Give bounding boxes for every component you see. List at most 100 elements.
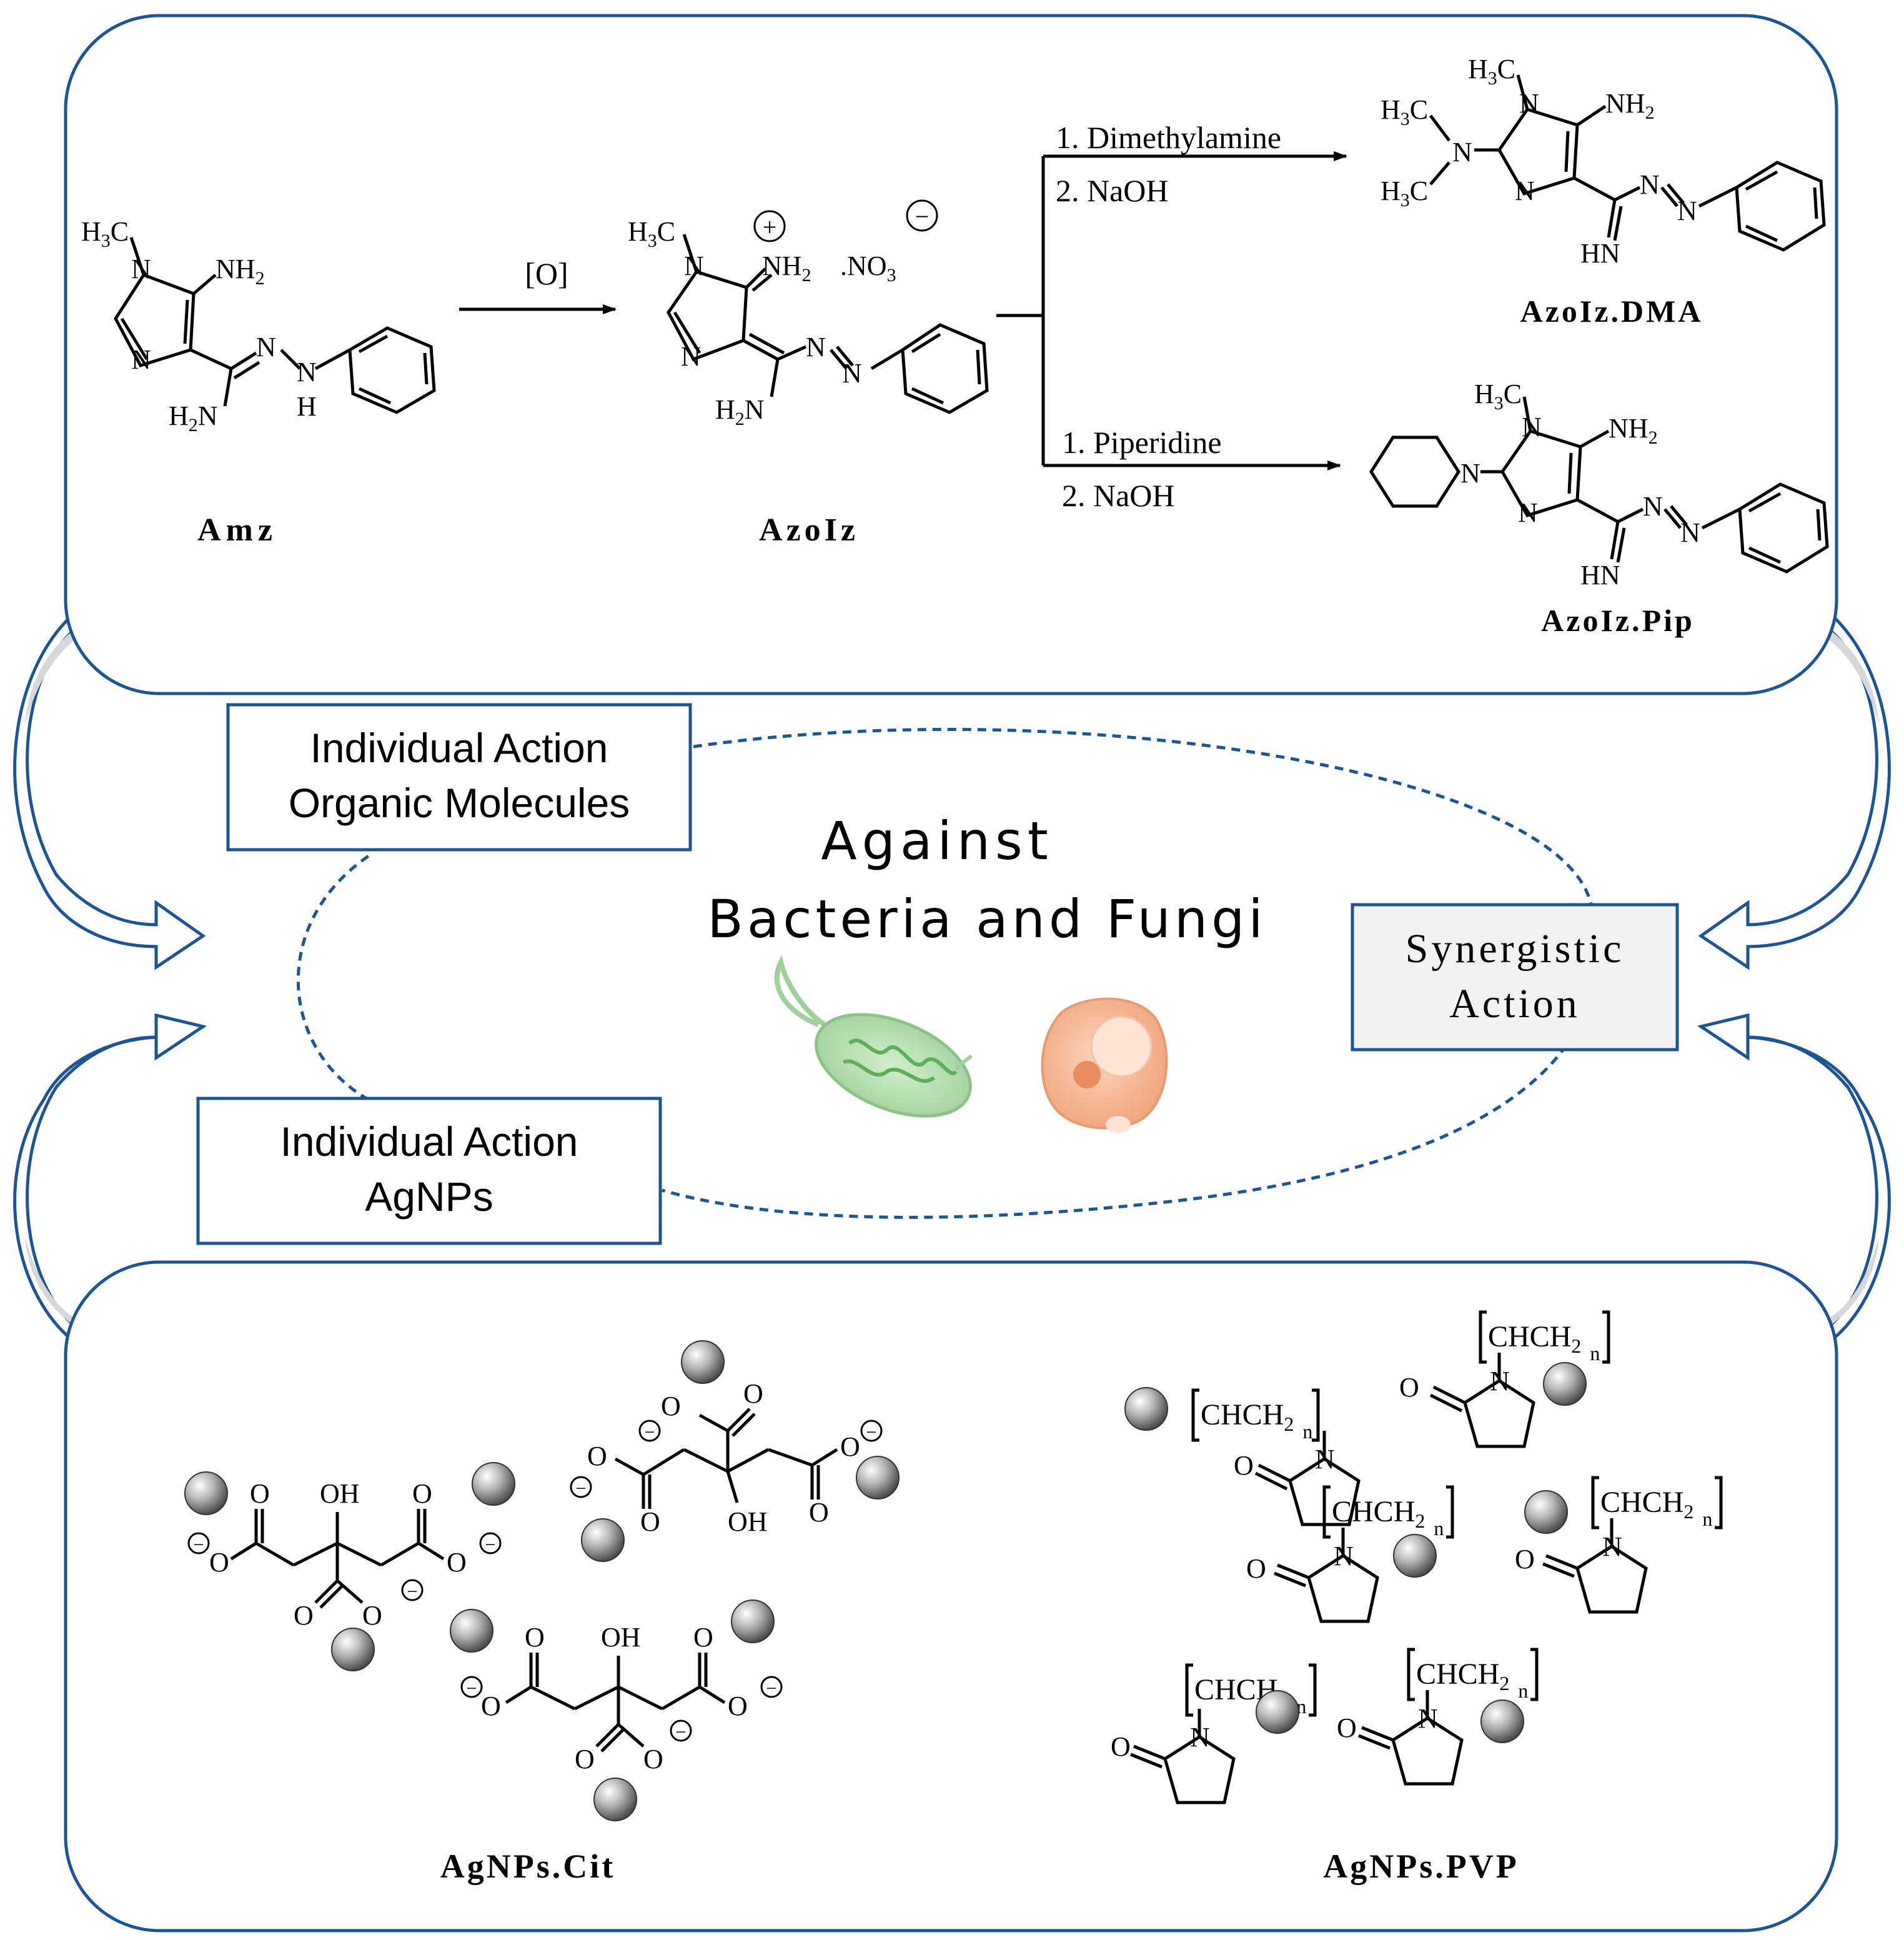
bottom-panel-border <box>64 1260 1838 1933</box>
azoiz-n3: N <box>681 341 701 372</box>
ag-nanoparticle <box>731 1599 775 1643</box>
branch-labels: 1. Dimethylamine 2. NaOH 1. Piperidine 2… <box>1056 120 1281 513</box>
pip-n3: N <box>1518 497 1538 528</box>
cit1-minus-2: − <box>485 1535 496 1555</box>
cit2-charge-3 <box>860 1420 883 1442</box>
cit1-o-right: O <box>447 1547 467 1578</box>
amz-n-hydrazo: N <box>297 357 317 387</box>
cit3-oh: OH <box>601 1622 641 1653</box>
cit3-charge-3 <box>670 1719 692 1742</box>
cit2-o-left: O <box>587 1441 607 1471</box>
amz-n3: N <box>131 344 151 375</box>
molecule-azoiz <box>667 234 989 414</box>
cit1-oh: OH <box>320 1478 360 1509</box>
cit1-o-bottom-left: O <box>294 1600 314 1631</box>
pip-n-azo2: N <box>1680 517 1700 548</box>
branch1-step2: 2. NaOH <box>1056 173 1169 208</box>
compound-label-amz: Amz <box>197 512 277 548</box>
ag-nanoparticle <box>472 1462 515 1506</box>
pvp-6-o: O <box>1337 1713 1357 1743</box>
ag-nanoparticle <box>1393 1534 1437 1578</box>
pvp-6-n: N <box>1418 1703 1438 1734</box>
pip-n-ring: N <box>1460 458 1480 489</box>
box-individual-organic-frame <box>226 703 692 852</box>
pvp-4-o: O <box>1515 1544 1535 1574</box>
azoiz-n-azo2: N <box>842 358 862 389</box>
top-panel-border <box>64 14 1838 695</box>
amz-n-imine: N <box>256 332 276 362</box>
cit2-charge-1 <box>638 1420 661 1442</box>
cit2-charge-2 <box>570 1476 592 1498</box>
cit2-minus-1: − <box>645 1422 655 1443</box>
azoiz-pip-labels: H3C N NH2 N N N N HN AzoIz.Pip <box>1460 379 1700 638</box>
label-agnps-pvp: AgNPs.PVP <box>1323 1848 1519 1885</box>
pvp-2-n: N <box>1490 1366 1510 1396</box>
cit1-minus-1: − <box>194 1535 204 1555</box>
dma-n3: N <box>1515 176 1535 206</box>
pvp-5-n: N <box>1190 1722 1210 1753</box>
branch1-step1: 1. Dimethylamine <box>1056 120 1281 155</box>
cit2-o-left-bottom: O <box>640 1506 660 1537</box>
pvp-1-n: N <box>1315 1444 1335 1475</box>
box-synergistic-line1: Synergistic <box>1406 926 1625 972</box>
pvp-3-o: O <box>1246 1553 1266 1584</box>
dma-h3c-top: H3C <box>1468 54 1515 89</box>
dma-n-amine: N <box>1452 137 1472 167</box>
cit3-o-bottom-left: O <box>575 1744 595 1774</box>
azoiz-h3c: H3C <box>628 216 675 251</box>
ag-nanoparticles-pvp <box>1124 1362 1587 1743</box>
top-panel: H3C N NH2 N N N H H2N Amz [O] <box>64 14 1838 695</box>
main-title-line2: Bacteria and Fungi <box>707 888 1267 950</box>
cit2-oh: OH <box>728 1506 768 1537</box>
cit3-o-left: O <box>481 1691 501 1721</box>
pip-n1: N <box>1522 412 1542 442</box>
molecule-amz <box>114 237 436 414</box>
pip-hn: HN <box>1580 560 1620 590</box>
azoiz-minus: − <box>915 202 930 231</box>
pip-n-azo1: N <box>1643 491 1663 522</box>
azoiz-plus: + <box>763 213 777 241</box>
compound-label-azoiz-pip: AzoIz.Pip <box>1541 603 1695 638</box>
ag-nanoparticle <box>856 1456 900 1500</box>
cit1-minus-3: − <box>407 1581 418 1602</box>
cit3-o-right: O <box>728 1691 748 1721</box>
box-individual-agnps: Individual Action AgNPs <box>196 1097 662 1245</box>
amz-labels: H3C N NH2 N N N H H2N Amz <box>81 216 317 548</box>
branch2-step1: 1. Piperidine <box>1062 425 1222 460</box>
dma-h3c-a: H3C <box>1381 94 1428 129</box>
pvp-2-o: O <box>1399 1372 1419 1403</box>
ag-nanoparticle <box>681 1340 725 1384</box>
azoiz-labels: H3C N + NH2 .NO3 − N N N H2N AzoIz <box>628 199 938 548</box>
citrate-molecule-2: OH O O O O O O − − − <box>570 1378 883 1537</box>
cit3-charge-2 <box>760 1676 783 1698</box>
ag-nanoparticles-citrate <box>184 1340 900 1821</box>
right-upper-curved-arrow <box>1698 616 1891 970</box>
branch2-step2: 2. NaOH <box>1062 478 1175 513</box>
fungus-bud <box>1106 1116 1131 1133</box>
cit3-o-right-top: O <box>693 1622 713 1653</box>
left-lower-curved-arrow <box>13 1013 207 1339</box>
azoiz-plus-circle <box>753 210 786 242</box>
ag-nanoparticle <box>184 1471 228 1515</box>
oxidation-label: [O] <box>525 256 568 291</box>
citrate-molecule-3: OH O O O O O O − − − <box>460 1622 783 1774</box>
azoiz-minus-circle <box>906 199 938 232</box>
fungus-vacuole <box>1090 1015 1153 1078</box>
left-upper-curved-arrow <box>13 616 206 970</box>
molecule-azoiz-dma <box>1429 74 1826 252</box>
bottom-panel: OH O O O O O O − − − <box>64 1260 1838 1933</box>
box-individual-organic-line1: Individual Action <box>310 725 608 771</box>
box-individual-agnps-frame <box>196 1097 662 1245</box>
cit3-minus-3: − <box>676 1722 687 1743</box>
box-individual-agnps-line2: AgNPs <box>365 1173 493 1220</box>
ag-nanoparticle <box>1480 1699 1524 1743</box>
box-individual-agnps-line1: Individual Action <box>280 1118 578 1165</box>
compound-label-azoiz-dma: AzoIz.DMA <box>1520 294 1703 329</box>
box-synergistic: Synergistic Action <box>1351 903 1679 1052</box>
middle-section: Against Bacteria and Fungi Individual Ac… <box>196 703 1679 1245</box>
compound-label-azoiz: AzoIz <box>759 512 859 548</box>
cit3-o-left-top: O <box>525 1622 545 1653</box>
dma-n-azo1: N <box>1640 169 1660 200</box>
cit2-minus-3: − <box>866 1422 877 1443</box>
cit1-charge-3 <box>401 1579 424 1601</box>
